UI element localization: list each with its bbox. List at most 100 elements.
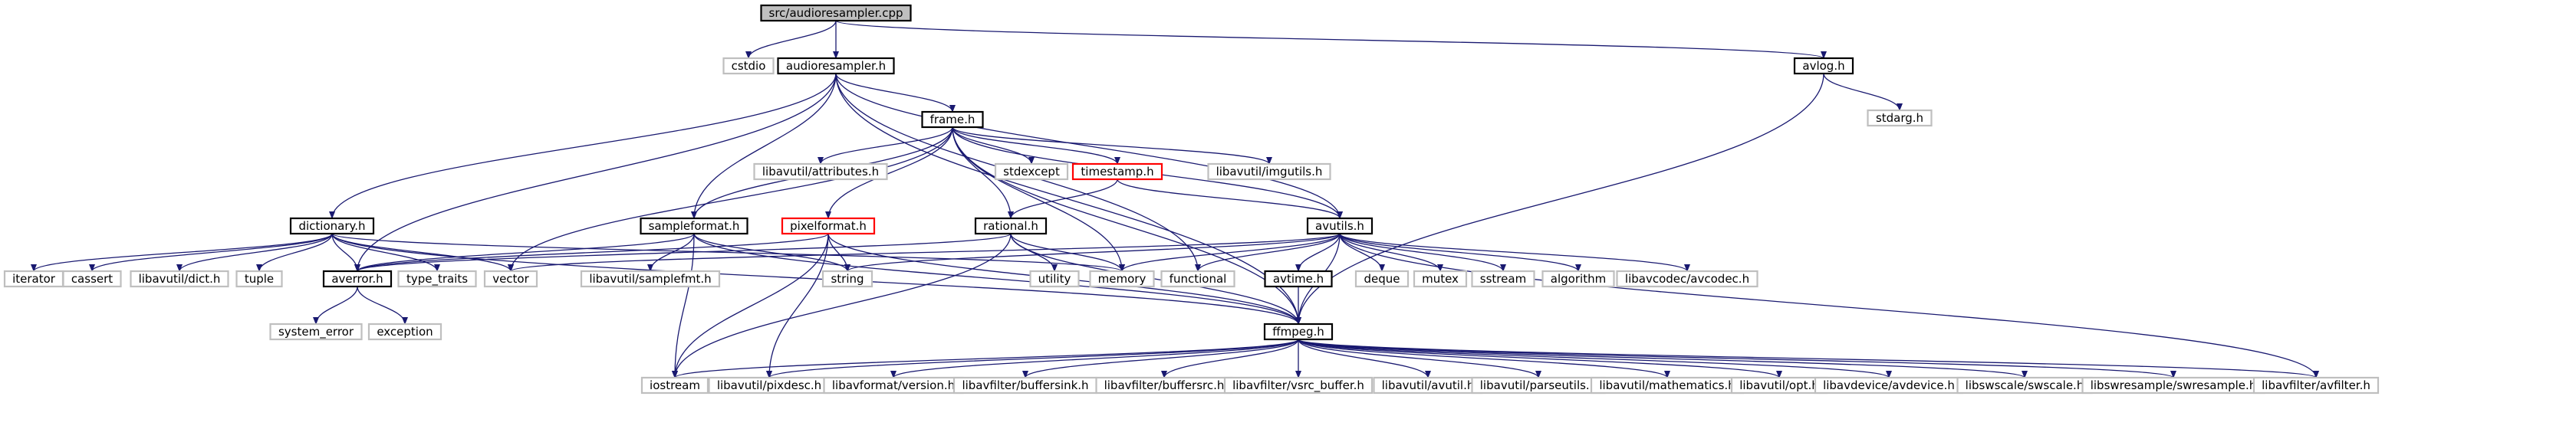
edge-pixelformat_h-to-iostream (672, 233, 829, 378)
node-libavutil-mathematics-h: libavutil/mathematics.h (1590, 376, 1745, 395)
edge-audioresampler_h-to-dictionary_h (329, 73, 837, 219)
edge-sampleformat_h-to-averror_h (354, 233, 695, 272)
edge-avutils_h-to-string (844, 233, 1341, 272)
node-rational-h[interactable]: rational.h (974, 217, 1048, 235)
node-libavformat-version-h: libavformat/version.h (823, 376, 964, 395)
edge-avutils_h-to-memory (1119, 233, 1341, 272)
node-label: libavutil/parseutils.h (1480, 378, 1597, 392)
node-box (580, 270, 721, 288)
edge-avutils_h-to-avtime_h (1295, 233, 1341, 272)
node-label: libavutil/dict.h (139, 272, 221, 286)
node-box (397, 270, 477, 288)
node-label: algorithm (1551, 272, 1606, 286)
node-box (1264, 270, 1333, 288)
node-ffmpeg-h[interactable]: ffmpeg.h (1263, 323, 1334, 341)
node-box (322, 270, 393, 288)
node-libavutil-parseutils-h: libavutil/parseutils.h (1471, 376, 1606, 395)
edge-avutils_h-to-mutex (1339, 233, 1443, 272)
node-label: iostream (650, 378, 700, 392)
node-box (1306, 217, 1374, 235)
node-label: mutex (1422, 272, 1459, 286)
node-label: libavutil/attributes.h (762, 165, 879, 178)
node-stdarg-h: stdarg.h (1867, 109, 1933, 127)
node-label: pixelformat.h (790, 219, 867, 233)
node-iostream: iostream (640, 376, 709, 395)
node-stdexcept: stdexcept (994, 162, 1069, 181)
edge-frame_h-to-vector (508, 126, 953, 272)
node-box (1263, 323, 1334, 341)
edge-ffmpeg_h-to-libavutil_mathematics_h (1298, 339, 1670, 378)
node-label: libavutil/samplefmt.h (589, 272, 711, 286)
node-label: exception (377, 325, 433, 339)
node-avlog-h[interactable]: avlog.h (1793, 57, 1854, 75)
node-pixelformat-h[interactable]: pixelformat.h (781, 217, 876, 235)
node-avutils-h[interactable]: avutils.h (1306, 217, 1374, 235)
node-label: avutils.h (1315, 219, 1364, 233)
node-box (130, 270, 229, 288)
node-label: type_traits (406, 272, 468, 287)
node-cassert: cassert (62, 270, 122, 288)
node-box (1160, 270, 1235, 288)
node-label: ffmpeg.h (1272, 325, 1324, 339)
node-dictionary-h[interactable]: dictionary.h (289, 217, 375, 235)
node-label: rational.h (983, 219, 1038, 233)
node-label: libavutil/mathematics.h (1599, 378, 1735, 392)
node-audioresampler-h[interactable]: audioresampler.h (777, 57, 895, 75)
node-label: libavfilter/vsrc_buffer.h (1232, 378, 1364, 393)
edge-avutils_h-to-libavfilter_avfilter_h (1339, 233, 2319, 378)
node-label: libavutil/opt.h (1739, 378, 1819, 392)
node-label: cassert (71, 272, 113, 286)
node-avtime-h[interactable]: avtime.h (1264, 270, 1333, 288)
node-box (1793, 57, 1854, 75)
node-label: libavfilter/avfilter.h (2262, 378, 2370, 392)
node-functional: functional (1160, 270, 1235, 288)
node-libavutil-opt-h: libavutil/opt.h (1730, 376, 1828, 395)
node-averror-h[interactable]: averror.h (322, 270, 393, 288)
node-libavcodec-avcodec-h: libavcodec/avcodec.h (1616, 270, 1758, 288)
node-sampleformat-h[interactable]: sampleformat.h (640, 217, 748, 235)
node-deque: deque (1354, 270, 1410, 288)
edge-src-to-cstdio (745, 20, 837, 59)
edge-rational_h-to-averror_h (354, 233, 1012, 272)
node-label: libavutil/pixdesc.h (717, 378, 821, 392)
node-iterator: iterator (3, 270, 64, 288)
node-libavutil-pixdesc-h: libavutil/pixdesc.h (708, 376, 831, 395)
node-label: libavfilter/buffersrc.h (1104, 378, 1225, 392)
node-box (269, 323, 363, 341)
node-label: system_error (278, 325, 354, 339)
edge-rational_h-to-utility (1010, 233, 1058, 272)
node-libswresample-swresample-h: libswresample/swresample.h (2081, 376, 2265, 395)
node-label: tuple (245, 272, 274, 286)
node-box (640, 217, 748, 235)
node-src[interactable]: src/audioresampler.cpp (760, 4, 912, 22)
node-label: vector (492, 272, 529, 286)
edge-ffmpeg_h-to-libavutil_avutil_h (1298, 339, 1431, 378)
node-box (235, 270, 283, 288)
edge-frame_h-to-libavutil_attributes_h (818, 126, 953, 165)
node-utility: utility (1029, 270, 1080, 288)
node-box (289, 217, 375, 235)
node-mutex: mutex (1413, 270, 1468, 288)
node-label: functional (1170, 272, 1227, 286)
edge-ffmpeg_h-to-libavformat_version_h (890, 339, 1299, 378)
node-timestamp-h[interactable]: timestamp.h (1071, 162, 1163, 181)
node-label: dictionary.h (298, 219, 365, 233)
node-label: libavfilter/buffersink.h (962, 378, 1088, 392)
node-frame-h[interactable]: frame.h (921, 110, 984, 129)
node-box (781, 217, 876, 235)
edge-sampleformat_h-to-ffmpeg_h (693, 233, 1301, 325)
node-cstdio: cstdio (722, 57, 775, 75)
edge-ffmpeg_h-to-libavutil_pixdesc_h (766, 339, 1299, 378)
edge-ffmpeg_h-to-iostream (672, 339, 1299, 378)
edge-audioresampler_h-to-sampleformat_h (691, 73, 837, 219)
node-libavutil-samplefmt-h: libavutil/samplefmt.h (580, 270, 721, 288)
node-box (1541, 270, 1615, 288)
edge-avutils_h-to-libavcodec_avcodec_h (1339, 233, 1690, 272)
edge-dictionary_h-to-libavutil_dict_h (176, 233, 333, 272)
node-label: string (831, 272, 864, 286)
node-libavfilter-avfilter-h: libavfilter/avfilter.h (2252, 376, 2380, 395)
node-sstream: sstream (1471, 270, 1535, 288)
edge-dictionary_h-to-memory (331, 233, 1125, 272)
